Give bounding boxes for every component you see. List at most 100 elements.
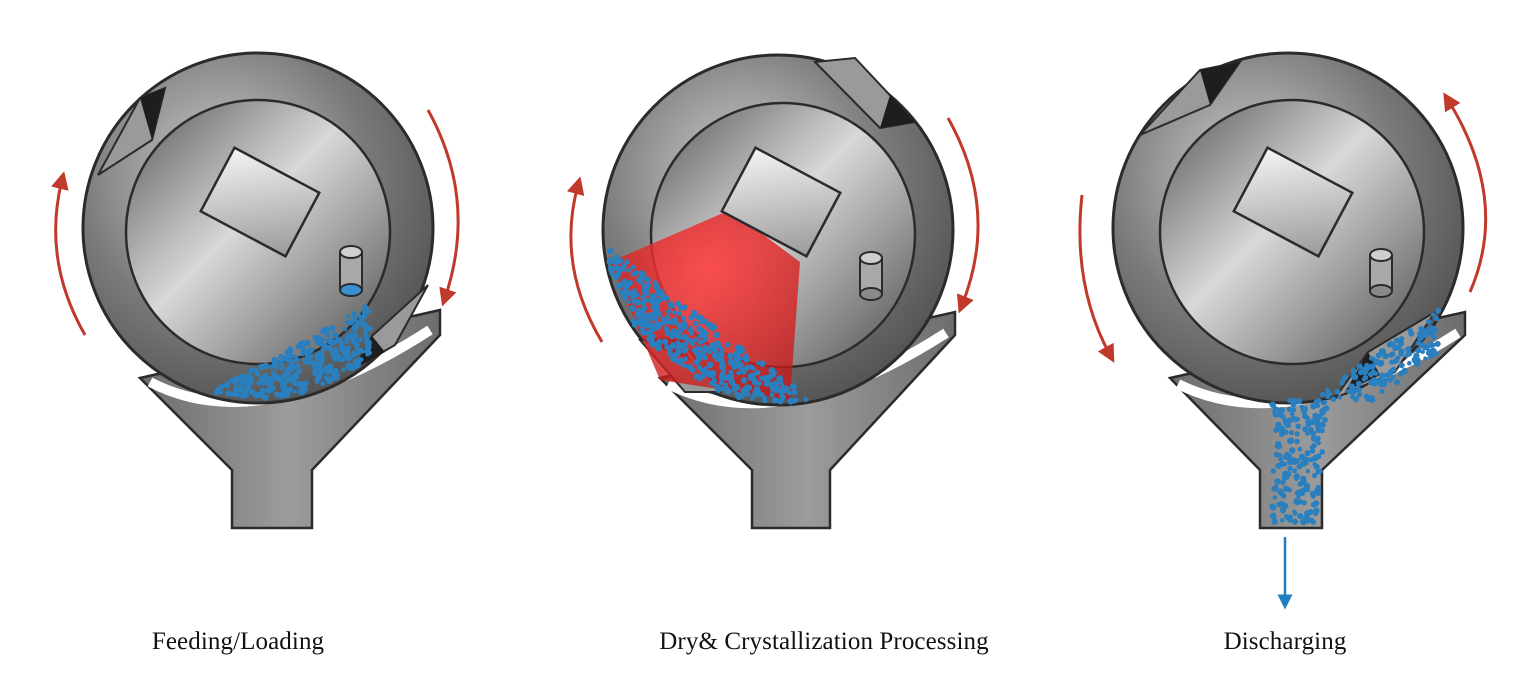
particle [719, 346, 725, 352]
particle [618, 258, 624, 264]
particle [1314, 487, 1320, 493]
particle [248, 367, 255, 374]
particle [328, 347, 335, 354]
particle [658, 291, 666, 299]
particle [1292, 416, 1299, 423]
particle [1350, 388, 1357, 395]
particle [1394, 379, 1401, 386]
stage-feeding [51, 51, 460, 530]
particle [1357, 369, 1364, 376]
particle [772, 397, 779, 404]
particle [688, 315, 694, 321]
particle [787, 398, 794, 405]
particle [1310, 492, 1317, 499]
particle [283, 391, 291, 398]
particle [708, 342, 715, 349]
particle [705, 321, 712, 328]
particle [1280, 518, 1285, 523]
particle [756, 360, 761, 365]
particle [1284, 474, 1290, 480]
ir-lamp-housing [720, 145, 842, 259]
particle [1278, 457, 1283, 462]
particle [1393, 337, 1400, 344]
particle [711, 378, 717, 384]
particle [748, 374, 754, 381]
particle [1305, 431, 1310, 436]
particle [740, 391, 747, 398]
particle [1294, 438, 1300, 445]
rotation-arrow-icon [426, 109, 460, 307]
stage-discharging [1078, 51, 1488, 610]
particle [258, 363, 265, 370]
particle [1426, 319, 1432, 325]
particle [1282, 461, 1288, 467]
particle [322, 327, 328, 333]
particle [1313, 507, 1320, 514]
particle [1299, 404, 1305, 410]
stage-caption-discharging: Discharging [1223, 628, 1347, 655]
particle [332, 355, 339, 362]
particle [1269, 401, 1276, 409]
particle [782, 387, 789, 394]
particle [214, 388, 220, 395]
particle [772, 370, 777, 375]
particle [296, 367, 303, 374]
particle [323, 345, 329, 351]
particle [1289, 411, 1295, 417]
particle [1355, 386, 1362, 393]
sensor-cylinder [859, 251, 883, 301]
particle [759, 360, 766, 367]
particle [1387, 371, 1393, 377]
particle [1415, 347, 1422, 354]
particle [286, 352, 294, 359]
particle [1303, 460, 1309, 466]
particle [779, 394, 786, 401]
particle [710, 324, 718, 331]
particle [653, 283, 660, 290]
particle [288, 386, 293, 392]
particle [664, 344, 670, 350]
particle [248, 376, 255, 383]
particle [279, 382, 287, 390]
particle [1415, 340, 1421, 346]
particle [666, 309, 672, 314]
particle [676, 311, 682, 317]
particle [1430, 325, 1436, 331]
particle [351, 334, 358, 341]
particle [713, 331, 721, 339]
particle [1434, 340, 1441, 347]
particle [746, 385, 753, 391]
particle [1285, 422, 1291, 429]
particle [662, 318, 669, 325]
particle [640, 294, 646, 300]
particle [1288, 514, 1293, 520]
particle [696, 355, 703, 361]
particle [1399, 336, 1405, 342]
particle [293, 356, 300, 363]
particle [626, 299, 632, 304]
particle [763, 374, 768, 380]
particle [677, 303, 683, 308]
particle [1280, 479, 1286, 485]
stage-caption-feeding: Feeding/Loading [151, 628, 325, 655]
particle [656, 342, 662, 348]
particle [365, 325, 373, 333]
particle [324, 331, 331, 338]
particle [638, 270, 645, 276]
particle [1291, 518, 1299, 525]
particle [644, 312, 650, 319]
particle [342, 326, 348, 332]
particle [1285, 453, 1293, 461]
particle [1394, 345, 1400, 351]
particle [769, 392, 775, 398]
particle [1292, 459, 1298, 465]
particle [273, 363, 279, 370]
particle [680, 315, 686, 321]
particle [612, 265, 619, 272]
particle [1334, 388, 1341, 395]
particle [724, 341, 731, 348]
particle [676, 344, 682, 351]
particle [304, 339, 311, 347]
particle [1369, 364, 1375, 370]
particle [1390, 351, 1396, 357]
